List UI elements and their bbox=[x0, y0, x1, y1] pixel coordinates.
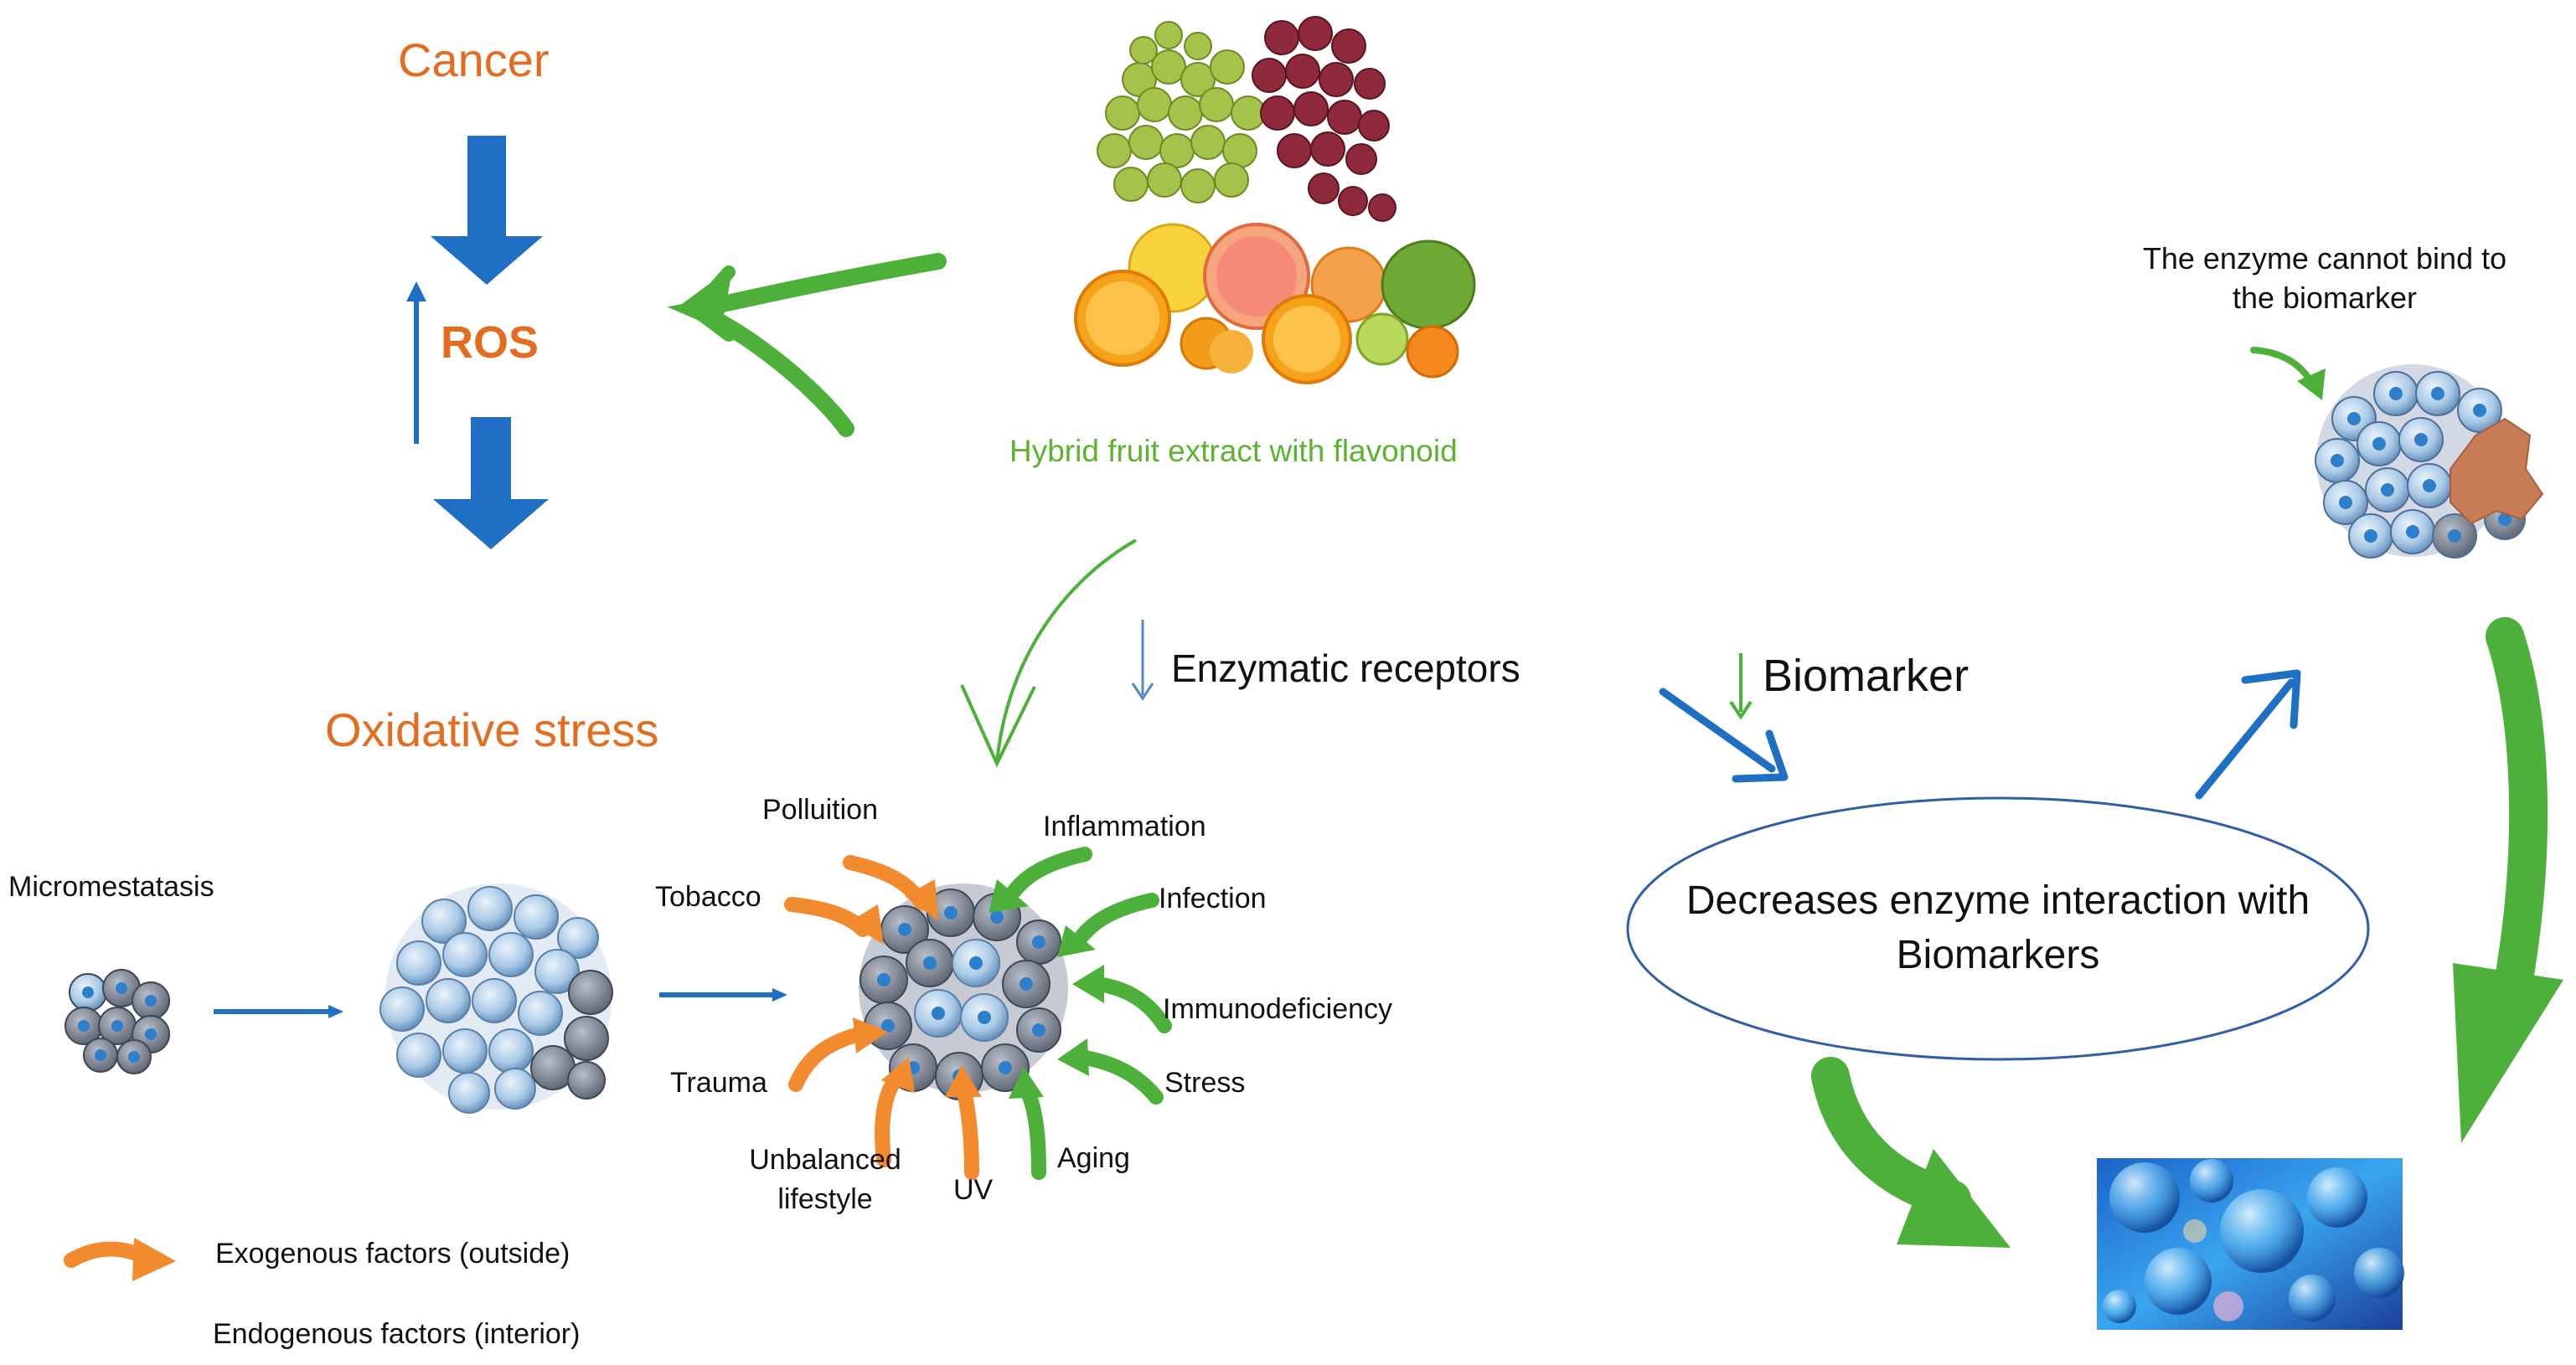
immunodeficiency-arrow bbox=[1072, 965, 1172, 1033]
interaction-ellipse bbox=[1626, 796, 2370, 1061]
ellipse-text-line-2: Biomarkers bbox=[1896, 933, 2100, 978]
inflammation-arrow bbox=[989, 847, 1092, 913]
enzymatic-receptors-label: Enzymatic receptors bbox=[1171, 646, 1520, 690]
enzyme-note-line-1: The enzyme cannot bind to bbox=[2142, 241, 2507, 276]
trauma-label: Trauma bbox=[670, 1067, 767, 1099]
unbalanced-line-2: lifestyle bbox=[777, 1183, 873, 1216]
enzyme-to-result-arrow bbox=[2453, 617, 2563, 1143]
polluition-label: Polluition bbox=[762, 794, 878, 826]
ros-to-oxidative-arrow bbox=[433, 417, 549, 549]
enzyme-blob bbox=[2450, 417, 2544, 525]
legend-exogenous-label: Exogenous factors (outside) bbox=[215, 1238, 570, 1270]
trauma-arrow bbox=[788, 1017, 888, 1092]
small-cell-cluster bbox=[65, 969, 170, 1074]
uv-arrow bbox=[945, 1065, 982, 1180]
enzyme-note-line-2: the biomarker bbox=[2232, 281, 2418, 316]
factor-arrows bbox=[784, 847, 1172, 1180]
unbalanced-lifestyle-label: Unbalanced lifestyle bbox=[729, 1144, 921, 1216]
legend-exogenous-arrow bbox=[64, 1238, 176, 1281]
cell-microscopy-image bbox=[2097, 1158, 2404, 1330]
citrus-image bbox=[1074, 223, 1476, 384]
ellipse-text: Decreases enzyme interaction with Biomar… bbox=[1642, 878, 2354, 978]
ellipse-to-enzyme-arrow bbox=[2195, 669, 2301, 800]
unbalanced-line-1: Unbalanced bbox=[749, 1144, 901, 1176]
fruit-caption: Hybrid fruit extract with flavonoid bbox=[1009, 434, 1458, 468]
stress-label: Stress bbox=[1164, 1067, 1246, 1099]
oxidative-stress-label: Oxidative stress bbox=[325, 703, 659, 756]
aging-arrow bbox=[1009, 1067, 1046, 1180]
fruit-to-ros-arrow bbox=[667, 253, 947, 437]
biomarker-label: Biomarker bbox=[1763, 651, 1969, 701]
ellipse-to-result-arrow bbox=[1811, 1057, 2011, 1248]
enzyme-pointer-arrow bbox=[2250, 347, 2326, 400]
cancer-label: Cancer bbox=[398, 33, 550, 86]
micromestatasis-arrow-1 bbox=[214, 1005, 343, 1018]
ros-up-arrow bbox=[406, 281, 426, 444]
stress-arrow bbox=[1057, 1038, 1164, 1105]
fruit-to-tumor-arrow bbox=[960, 538, 1137, 768]
infection-label: Infection bbox=[1159, 883, 1267, 914]
medium-cell-cluster bbox=[379, 883, 613, 1114]
biomarker-down-icon bbox=[1729, 653, 1753, 720]
enzyme-note: The enzyme cannot bind to the biomarker bbox=[2090, 241, 2559, 316]
grapes-image bbox=[1097, 16, 1396, 222]
receptors-down-icon bbox=[1131, 620, 1154, 701]
immunodeficiency-label: Immunodeficiency bbox=[1163, 993, 1393, 1025]
receptors-to-ellipse-arrow bbox=[1659, 688, 1789, 783]
infection-arrow bbox=[1057, 893, 1159, 957]
tobacco-arrow bbox=[784, 897, 884, 945]
micromestatasis-label: Micromestatasis bbox=[8, 871, 214, 903]
inflammation-label: Inflammation bbox=[1043, 811, 1206, 842]
tumor-cell-cluster bbox=[859, 883, 1068, 1100]
ellipse-text-line-1: Decreases enzyme interaction with bbox=[1685, 878, 2310, 923]
polluition-arrow bbox=[843, 855, 938, 921]
aging-label: Aging bbox=[1057, 1142, 1130, 1174]
tobacco-label: Tobacco bbox=[655, 881, 761, 913]
legend-endogenous-label: Endogenous factors (interior) bbox=[213, 1318, 581, 1350]
cancer-to-ros-arrow bbox=[431, 136, 543, 285]
micromestatasis-arrow-2 bbox=[659, 988, 787, 1002]
unbalanced-arrow bbox=[875, 1057, 915, 1167]
ros-label: ROS bbox=[441, 317, 539, 368]
enzyme-cell-cluster bbox=[2315, 364, 2544, 559]
uv-label: UV bbox=[953, 1174, 994, 1206]
